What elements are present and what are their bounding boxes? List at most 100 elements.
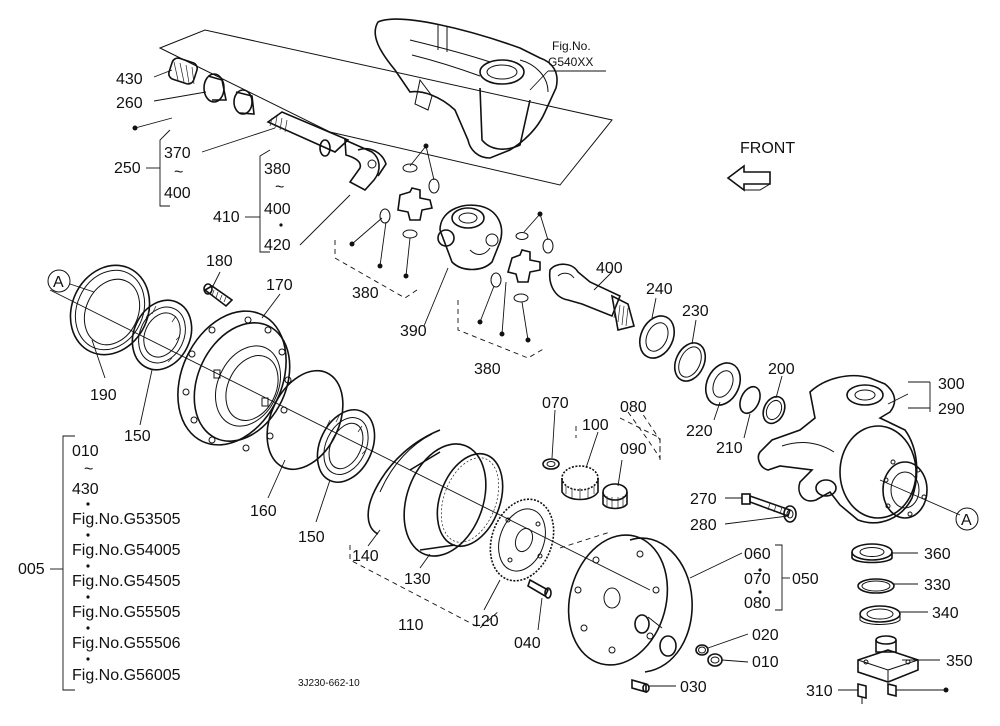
label-310: 310 xyxy=(806,683,833,700)
part-380-lower-spider xyxy=(477,211,554,343)
label-200: 200 xyxy=(768,361,795,378)
part-210-snap-ring xyxy=(739,385,761,415)
list-430: 430 xyxy=(72,481,99,498)
label-150-b: 150 xyxy=(298,529,325,546)
part-230-ring xyxy=(673,342,707,382)
label-170: 170 xyxy=(266,277,293,294)
fig-list-4: Fig.No.G55506 xyxy=(72,635,181,652)
label-400-b: 400 xyxy=(264,201,291,218)
part-380-upper-spider xyxy=(349,143,440,279)
label-380-c: 380 xyxy=(474,361,501,378)
part-390-center-yoke xyxy=(437,204,503,271)
callout-a-left: A xyxy=(47,269,95,293)
label-010-a: 010 xyxy=(752,654,779,671)
label-390: 390 xyxy=(400,323,427,340)
label-090: 090 xyxy=(620,441,647,458)
fig-list-1: Fig.No.G54005 xyxy=(72,542,181,559)
front-label: FRONT xyxy=(740,140,795,157)
part-340-seal xyxy=(859,605,901,625)
label-060: 060 xyxy=(744,546,771,563)
label-240: 240 xyxy=(646,281,673,298)
part-310-bolts xyxy=(857,682,949,704)
label-020: 020 xyxy=(752,627,779,644)
label-350: 350 xyxy=(946,653,973,670)
part-220-bearing xyxy=(704,362,742,406)
label-210: 210 xyxy=(716,440,743,457)
part-030-bolt xyxy=(631,678,650,694)
label-290: 290 xyxy=(938,401,965,418)
label-360: 360 xyxy=(924,546,951,563)
callout-a-left-text: A xyxy=(53,274,64,291)
label-370: 370 xyxy=(164,145,191,162)
part-350-kingpin-cap xyxy=(857,635,919,683)
part-200-o-ring xyxy=(762,395,786,425)
part-150-outer-bearing xyxy=(131,299,193,371)
label-380-b: 380 xyxy=(352,285,379,302)
label-380-400-tilde: ~ xyxy=(275,179,284,196)
part-100-planet-gear xyxy=(561,465,599,501)
part-040-bolt xyxy=(527,578,552,599)
label-180: 180 xyxy=(206,253,233,270)
part-020-o-ring xyxy=(695,644,709,656)
label-070-b: 070 xyxy=(744,571,771,588)
fig-list-2: Fig.No.G54505 xyxy=(72,573,181,590)
front-direction-indicator: FRONT xyxy=(726,140,795,192)
document-code: 3J230-662-10 xyxy=(298,678,360,689)
label-380-a: 380 xyxy=(264,161,291,178)
label-160: 160 xyxy=(250,503,277,520)
label-100: 100 xyxy=(582,417,609,434)
part-190-seal xyxy=(69,264,151,356)
part-260-bush xyxy=(203,73,227,103)
fig-reference: Fig.No. G540XX xyxy=(529,39,606,91)
part-400-stub-shaft xyxy=(548,263,635,331)
part-060-planet-carrier xyxy=(567,534,693,673)
label-120: 120 xyxy=(472,613,499,630)
fig-list-5: Fig.No.G56005 xyxy=(72,667,181,684)
part-290-knuckle-housing xyxy=(757,374,928,524)
label-420: 420 xyxy=(264,237,291,254)
label-005: 005 xyxy=(18,561,45,578)
part-280-washer xyxy=(783,505,797,523)
label-080-b: 080 xyxy=(744,595,771,612)
part-010-plug xyxy=(707,653,723,667)
part-150-inner-bearing xyxy=(316,409,376,483)
list-tilde: ~ xyxy=(84,461,93,478)
fig-list-3: Fig.No.G55505 xyxy=(72,604,181,621)
part-360-bearing xyxy=(851,543,893,564)
callout-a-right: A xyxy=(955,507,979,531)
label-130: 130 xyxy=(404,571,431,588)
part-260b-collar xyxy=(233,89,255,115)
fig-list-0: Fig.No.G53505 xyxy=(72,511,181,528)
label-070-a: 070 xyxy=(542,395,569,412)
part-430-needle-bearing xyxy=(167,57,199,85)
label-430: 430 xyxy=(116,71,143,88)
label-260: 260 xyxy=(116,95,143,112)
label-270: 270 xyxy=(690,491,717,508)
part-330-ring xyxy=(857,578,895,594)
part-070-thrust-washer xyxy=(542,458,560,470)
label-040: 040 xyxy=(514,635,541,652)
list-010: 010 xyxy=(72,443,99,460)
fig-ref-line2: G540XX xyxy=(548,55,593,69)
label-300: 300 xyxy=(938,376,965,393)
part-140-snap-ring xyxy=(367,429,441,535)
label-050: 050 xyxy=(792,571,819,588)
fig-ref-line1: Fig.No. xyxy=(552,39,591,53)
label-080-a: 080 xyxy=(620,399,647,416)
label-400-a: 400 xyxy=(164,185,191,202)
part-170-wheel-hub xyxy=(177,310,292,452)
label-110: 110 xyxy=(398,617,424,634)
part-labels: 430 260 250 370 ~ 400 380 ~ 400 420 410 … xyxy=(18,71,973,700)
label-140: 140 xyxy=(352,548,379,565)
label-370-400-tilde: ~ xyxy=(174,164,183,181)
part-240-oil-seal xyxy=(638,315,676,359)
label-280: 280 xyxy=(690,517,717,534)
label-230: 230 xyxy=(682,303,709,320)
part-160-o-ring xyxy=(266,369,344,471)
part-270-bolt xyxy=(741,493,792,518)
part-090-needle-bearing xyxy=(602,483,628,510)
leader-lines xyxy=(91,69,940,691)
front-arrow-icon xyxy=(726,164,771,192)
label-400-c: 400 xyxy=(596,260,623,277)
